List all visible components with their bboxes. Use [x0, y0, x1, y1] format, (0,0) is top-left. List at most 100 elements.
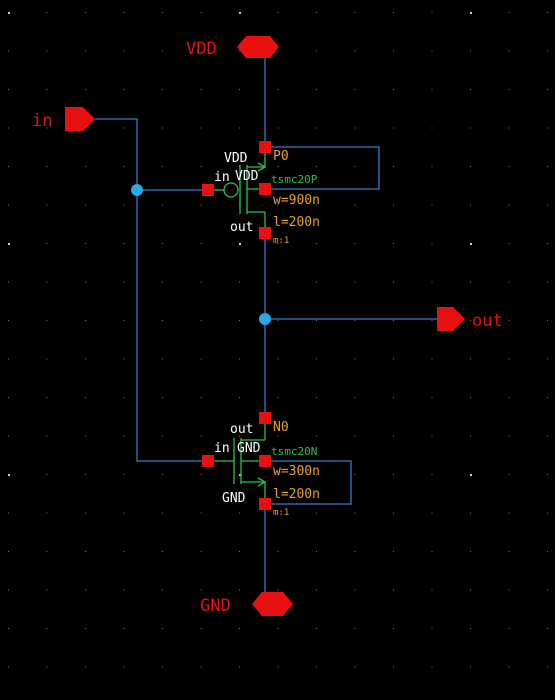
junction-out[interactable] — [259, 313, 271, 325]
grid-dot — [316, 50, 317, 52]
grid-dot — [200, 358, 202, 360]
grid-dot — [123, 589, 125, 591]
grid-dot — [393, 12, 394, 13]
grid-dot — [123, 243, 125, 244]
grid-dot — [316, 589, 317, 591]
grid-dot — [46, 551, 48, 552]
in-pin-icon[interactable] — [65, 107, 95, 131]
grid-dot — [470, 204, 471, 206]
grid-dot — [354, 166, 356, 167]
grid-dot — [393, 320, 394, 321]
grid-dot — [354, 320, 356, 321]
grid-dot — [277, 166, 279, 167]
grid-dot — [316, 281, 317, 283]
grid-dot — [508, 127, 510, 129]
grid-dot — [200, 12, 202, 13]
grid-dot — [200, 281, 202, 283]
grid-dot — [277, 589, 279, 591]
nmos-symbol[interactable] — [213, 418, 267, 504]
grid-dot — [393, 435, 394, 437]
grid-dot — [8, 358, 9, 360]
grid-dot — [85, 358, 86, 360]
grid-dot — [316, 551, 317, 552]
grid-dot — [162, 320, 163, 321]
pmos-gate-terminal[interactable] — [202, 184, 214, 196]
junction-in[interactable] — [131, 184, 143, 196]
grid-dot — [162, 589, 163, 591]
pmos-bulk-terminal[interactable] — [259, 183, 271, 195]
pmos-drain-term-label: out — [230, 220, 253, 235]
grid-dot — [470, 127, 471, 129]
wire-nmos-bulk-tie[interactable] — [266, 460, 352, 505]
gnd-pin-icon[interactable] — [252, 592, 293, 616]
grid-dot — [470, 397, 471, 398]
nmos-drain-terminal[interactable] — [259, 412, 271, 424]
grid-dot — [162, 12, 163, 13]
grid-dot — [470, 435, 471, 437]
pmos-source-terminal[interactable] — [259, 141, 271, 153]
grid-dot — [200, 127, 202, 129]
grid-dot — [162, 358, 163, 360]
grid-dot — [547, 435, 548, 437]
grid-dot — [200, 166, 202, 167]
grid-dot — [277, 474, 279, 475]
grid-dot — [354, 628, 356, 629]
nmos-gate-terminal[interactable] — [202, 455, 214, 467]
grid-dot — [46, 474, 48, 475]
device-terminals — [202, 141, 271, 510]
out-pin-label: out — [472, 311, 503, 331]
grid-dot — [508, 358, 510, 360]
pmos-drain-terminal[interactable] — [259, 227, 271, 239]
grid-dot — [123, 628, 125, 629]
grid-dot — [470, 320, 471, 321]
grid-dot — [547, 320, 548, 321]
grid-dot — [547, 89, 548, 90]
grid-dot — [162, 166, 163, 167]
grid-dot — [123, 320, 125, 321]
grid-dot — [277, 320, 279, 321]
grid-dot — [431, 666, 433, 668]
grid-dot — [123, 50, 125, 52]
grid-dot — [239, 89, 240, 90]
grid-dot — [277, 12, 279, 13]
nmos-source-terminal[interactable] — [259, 498, 271, 510]
grid-dot — [8, 474, 10, 476]
grid-dot — [123, 512, 125, 514]
grid-dot — [239, 397, 240, 398]
gnd-pin-label: GND — [200, 596, 231, 616]
in-pin-label: in — [32, 111, 52, 131]
nmos-bulk-terminal[interactable] — [259, 455, 271, 467]
grid-dot — [431, 50, 433, 52]
grid-dot — [85, 628, 86, 629]
grid-dot — [354, 358, 356, 360]
grid-dot — [547, 589, 548, 591]
wire-pmos-bulk-tie[interactable] — [265, 146, 380, 190]
wires — [95, 58, 437, 604]
grid-dot — [239, 551, 240, 552]
nmos-instance-name: N0 — [273, 420, 289, 435]
grid-dot — [162, 512, 163, 514]
wire-in[interactable] — [95, 118, 208, 462]
grid-dot — [508, 474, 510, 475]
grid-dot — [277, 50, 279, 52]
pmos-model-name: tsmc20P — [271, 173, 318, 186]
grid-dot — [85, 89, 86, 90]
grid-dot — [277, 666, 279, 668]
grid-dot — [277, 89, 279, 90]
out-pin-icon[interactable] — [437, 307, 465, 331]
io-pins — [65, 36, 465, 616]
grid-dot — [470, 589, 471, 591]
grid-dot — [547, 243, 548, 244]
grid-dot — [46, 628, 48, 629]
grid-dot — [316, 12, 317, 13]
grid-dot — [354, 127, 356, 129]
vdd-pin-label: VDD — [186, 39, 217, 59]
grid-dot — [431, 397, 433, 398]
grid-dot — [547, 12, 548, 13]
grid-dot — [123, 435, 125, 437]
vdd-pin-icon[interactable] — [237, 36, 279, 58]
nmos-source-arrow — [257, 477, 267, 487]
grid-dot — [431, 12, 433, 13]
grid-dot — [85, 435, 86, 437]
